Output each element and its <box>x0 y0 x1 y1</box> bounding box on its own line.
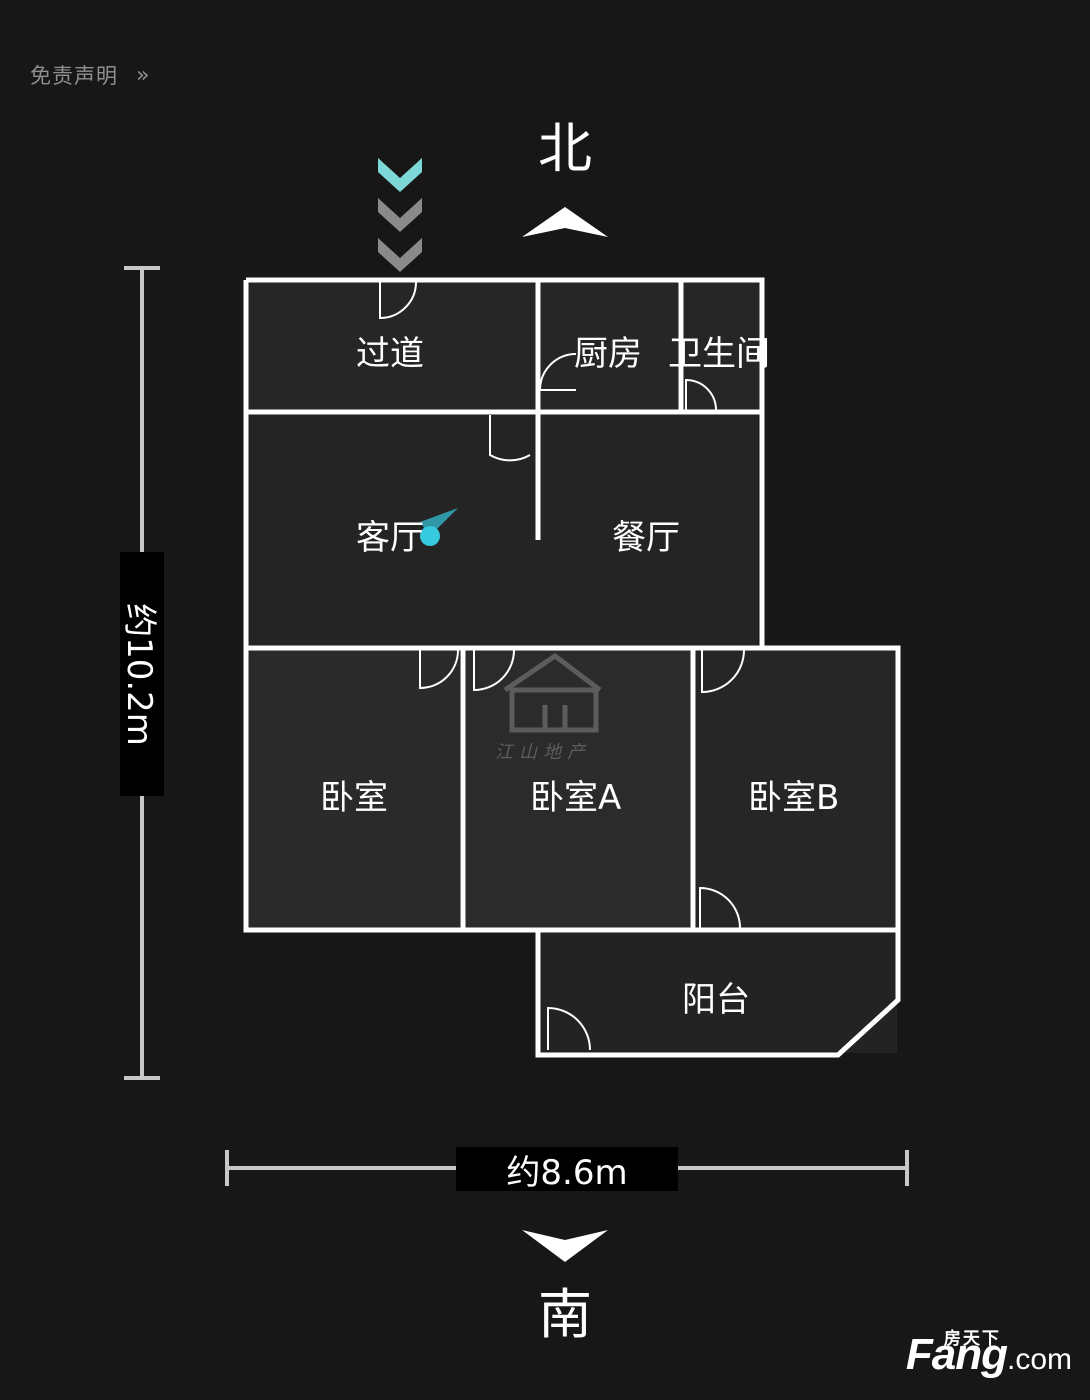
north-arrow-icon <box>522 207 608 237</box>
height-dimension-label: 约10.2m <box>118 552 164 796</box>
entry-chevrons-icon <box>378 158 422 272</box>
room-label-kitchen: 厨房 <box>574 334 642 374</box>
disclaimer-label: 免责声明 <box>30 64 118 88</box>
south-arrow-icon <box>522 1230 608 1262</box>
room-label-bedroom-a: 卧室A <box>530 778 622 818</box>
room-label-bedroom-b: 卧室B <box>748 778 840 818</box>
height-dimension-text: 约10.2m <box>118 602 159 746</box>
width-dimension-text: 约8.6m <box>506 1152 628 1193</box>
room-label-corridor: 过道 <box>356 334 424 374</box>
room-label-living-room: 客厅 <box>356 518 424 558</box>
width-dimension-label: 约8.6m <box>456 1147 678 1193</box>
room-label-bedroom: 卧室 <box>320 778 388 818</box>
south-label: 南 <box>538 1283 592 1346</box>
room-fills <box>248 282 897 1053</box>
brand-suffix-text: .com <box>1006 1343 1072 1376</box>
walls <box>243 277 901 1058</box>
room-label-dining-room: 餐厅 <box>612 518 680 558</box>
north-label: 北 <box>538 117 592 180</box>
chevron-right-icon: » <box>136 62 151 88</box>
room-label-bathroom: 卫生间 <box>668 334 770 374</box>
door-swings <box>379 281 745 1051</box>
brand-top-text: 房天下 <box>943 1329 1001 1348</box>
disclaimer-link[interactable]: 免责声明 » <box>30 60 150 90</box>
brand-logo: 房天下 Fang.com <box>905 1329 1072 1380</box>
room-label-balcony: 阳台 <box>682 980 750 1020</box>
watermark-logo-icon <box>503 652 602 733</box>
brand-main-text: Fang <box>905 1330 1008 1379</box>
viewpoint-marker-icon <box>420 508 458 546</box>
watermark-text: 江山地产 <box>495 742 591 763</box>
